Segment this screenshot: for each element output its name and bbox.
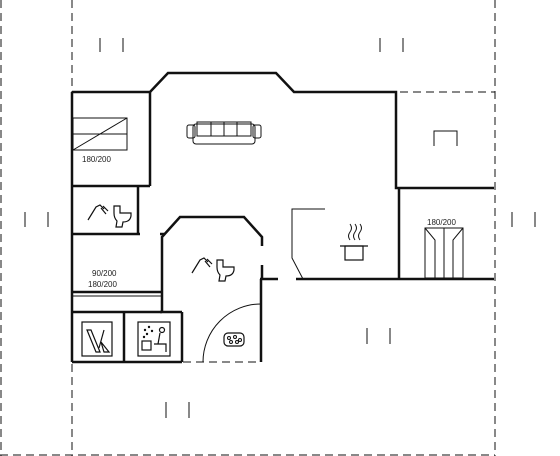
sofa-icon: [186, 121, 262, 145]
terrace-boundaries: [0, 0, 496, 456]
fireplace-icon: [433, 130, 458, 146]
cooking-pot-icon: [340, 223, 368, 261]
bed-right: 180/200: [424, 218, 464, 279]
bed-label-right: 180/200: [427, 218, 456, 227]
bed-left-labels: 90/200 180/200: [88, 269, 117, 289]
door-swing: [202, 303, 262, 363]
shower-toilet-icon-2: [191, 257, 235, 282]
bed-label-top: 180/200: [82, 155, 111, 164]
whirlpool-icon: [223, 332, 245, 347]
shower-toilet-icon-1: [87, 204, 132, 228]
washing-machine-icon: [81, 321, 113, 357]
walls: [70, 71, 494, 364]
bed-top-left: 180/200: [72, 117, 128, 164]
sauna-icon: [137, 321, 171, 357]
bed-label-left-2: 180/200: [88, 280, 117, 289]
window-markers: [24, 38, 536, 418]
bed-label-left-1: 90/200: [92, 269, 117, 278]
